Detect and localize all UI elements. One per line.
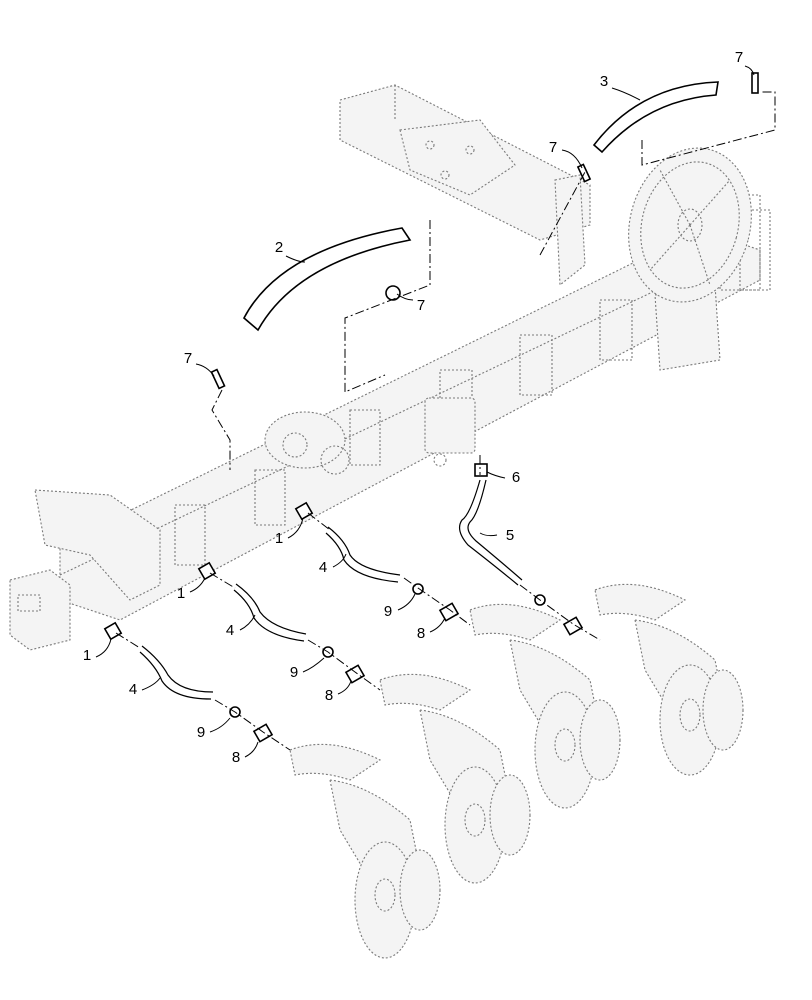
callout-leaders bbox=[95, 65, 755, 758]
callout-8-middle: 8 bbox=[325, 687, 333, 704]
callout-6: 6 bbox=[512, 469, 520, 486]
callout-1-middle: 1 bbox=[177, 585, 185, 602]
upright-post bbox=[554, 174, 586, 287]
part-5-hose bbox=[458, 479, 519, 586]
callout-1-bottom: 1 bbox=[83, 647, 91, 664]
callout-7-left: 7 bbox=[184, 350, 192, 367]
pin-7-left bbox=[210, 368, 226, 390]
callout-4-top: 4 bbox=[319, 559, 327, 576]
toolbar-frame bbox=[9, 84, 771, 651]
part-8-connectors bbox=[252, 602, 584, 743]
callout-3: 3 bbox=[600, 73, 608, 90]
row-unit-2 bbox=[379, 673, 531, 884]
clip-7-middle bbox=[385, 285, 401, 301]
part-1-couplers bbox=[103, 501, 314, 641]
assembly-centerlines bbox=[115, 91, 776, 751]
callout-9-top: 9 bbox=[384, 603, 392, 620]
callout-7-top: 7 bbox=[735, 49, 743, 66]
callout-7-upper: 7 bbox=[549, 139, 557, 156]
gearbox bbox=[424, 397, 476, 454]
callout-labels: 3 7 7 2 7 7 6 5 1 4 1 4 9 8 1 9 8 4 9 8 bbox=[83, 49, 743, 766]
callout-8-bottom: 8 bbox=[232, 749, 240, 766]
hose-reel bbox=[628, 147, 752, 303]
hitch-plate bbox=[399, 119, 516, 196]
part-4-hoses bbox=[139, 526, 401, 700]
row-unit-3 bbox=[469, 603, 621, 809]
callout-9-bottom: 9 bbox=[197, 724, 205, 741]
part-2-curved-cover bbox=[242, 227, 412, 332]
row-unit-1 bbox=[289, 743, 441, 959]
callout-5: 5 bbox=[506, 527, 514, 544]
callout-7-middle: 7 bbox=[417, 297, 425, 314]
callout-1-top: 1 bbox=[275, 530, 283, 547]
part-3-curved-cover bbox=[592, 81, 719, 154]
callout-2: 2 bbox=[275, 239, 283, 256]
callout-9-middle: 9 bbox=[290, 664, 298, 681]
part-6-fitting bbox=[474, 463, 488, 477]
pin-7-top bbox=[751, 72, 759, 94]
center-pivot bbox=[264, 411, 346, 469]
callout-4-bottom: 4 bbox=[129, 681, 137, 698]
callout-4-middle: 4 bbox=[226, 622, 234, 639]
callout-8-top: 8 bbox=[417, 625, 425, 642]
row-unit-4 bbox=[594, 583, 744, 776]
row-units bbox=[289, 583, 744, 959]
left-end-bracket bbox=[34, 489, 161, 601]
part-7-pins bbox=[210, 72, 759, 390]
